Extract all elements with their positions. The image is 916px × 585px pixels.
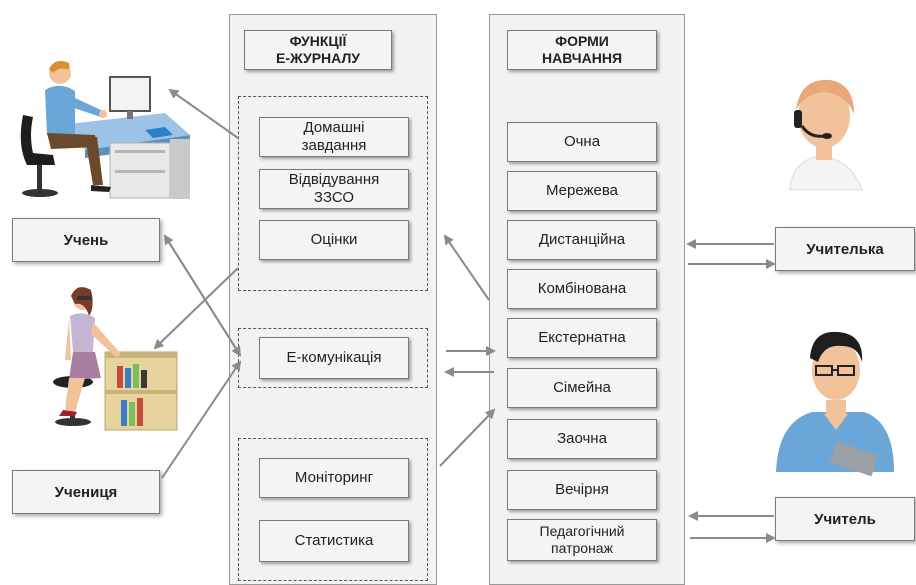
forms-header: ФОРМИ НАВЧАННЯ	[507, 30, 657, 70]
role-student-female: Учениця	[12, 470, 160, 514]
function-grades: Оцінки	[259, 220, 409, 260]
form-external: Екстернатна	[507, 318, 657, 358]
function-monitoring: Моніторинг	[259, 458, 409, 498]
arrow-records-to-student	[168, 88, 239, 139]
function-attendance: Відвідування ЗЗСО	[259, 169, 409, 209]
arrow-ecomm-to-student	[163, 234, 241, 356]
teacher-headset-illustration	[789, 79, 863, 191]
student-at-desk-illustration	[20, 61, 190, 199]
form-network: Мережева	[507, 171, 657, 211]
arrow-records-to-student-female	[153, 267, 239, 350]
arrow-analytics-to-forms	[439, 408, 496, 467]
role-teacher-male: Учитель	[775, 497, 915, 541]
form-full-time: Очна	[507, 122, 657, 162]
role-teacher-female: Учителька	[775, 227, 915, 271]
form-family: Сімейна	[507, 368, 657, 408]
arrow-student-female-to-ecomm	[161, 360, 242, 479]
form-correspondence: Заочна	[507, 419, 657, 459]
form-evening: Вечірня	[507, 470, 657, 510]
student-with-bookshelf-illustration	[53, 287, 178, 431]
arrow-forms-to-records	[443, 234, 490, 301]
functions-header: ФУНКЦІЇ Е-ЖУРНАЛУ	[244, 30, 392, 70]
function-statistics: Статистика	[259, 520, 409, 562]
form-pedagogical-patronage: Педагогічний патронаж	[507, 519, 657, 561]
form-combined: Комбінована	[507, 269, 657, 309]
role-student-male: Учень	[12, 218, 160, 262]
functions-group-records	[238, 96, 428, 291]
teacher-male-illustration	[776, 331, 894, 477]
functions-group-communication	[238, 328, 428, 388]
form-distance: Дистанційна	[507, 220, 657, 260]
functions-group-analytics	[238, 438, 428, 581]
function-e-communication: Е-комунікація	[259, 337, 409, 379]
function-homework: Домашні завдання	[259, 117, 409, 157]
